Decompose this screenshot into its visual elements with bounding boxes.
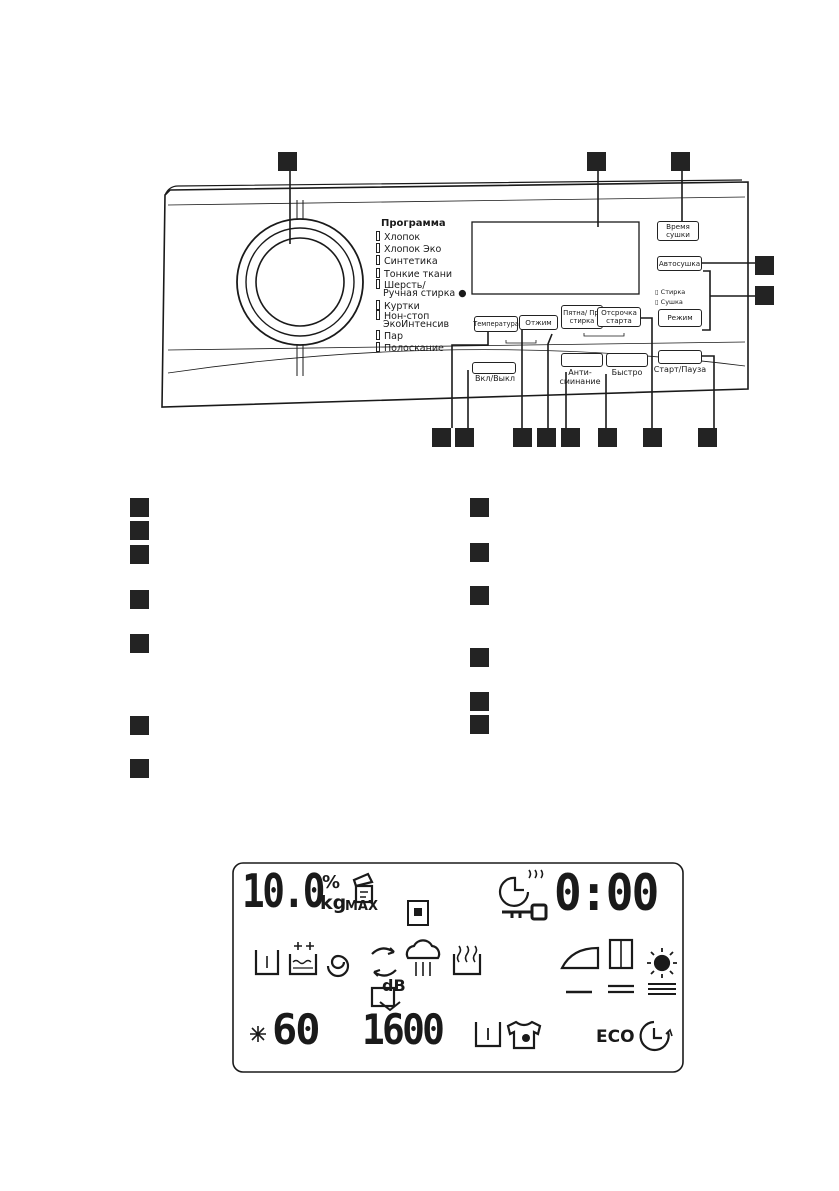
control-panel-diagram: Программа Хлопок Хлопок Эко Синтетика То… — [0, 0, 839, 460]
legend-marker-5 — [130, 634, 149, 653]
percent-label: % — [322, 872, 341, 893]
mode-button[interactable]: Режим — [658, 309, 702, 327]
legend-marker-2 — [130, 521, 149, 540]
delay-button[interactable]: Отсрочка старта — [597, 307, 641, 327]
legend-marker-3 — [130, 545, 149, 564]
time-readout: 0:00 — [554, 864, 659, 922]
program-item: Куртки — [376, 300, 420, 312]
legend-marker-10 — [470, 586, 489, 605]
panel-outline — [161, 171, 763, 428]
on-off-label: Вкл/Выкл — [475, 374, 515, 383]
legend-marker-8 — [470, 498, 489, 517]
callout-7 — [455, 428, 474, 447]
program-item: Синтетика — [376, 255, 438, 267]
program-title: Программа — [381, 218, 446, 229]
program-item: Нон-стоп — [376, 310, 429, 322]
temperature-button[interactable]: Температура — [473, 316, 519, 332]
program-item: Полоскание — [376, 342, 444, 354]
callout-12 — [643, 428, 662, 447]
stains-button[interactable]: Пятна/ Пр. стирка — [561, 305, 603, 329]
eco-label: ECO — [596, 1027, 635, 1047]
kg-label: kg — [320, 892, 347, 914]
on-off-button[interactable] — [472, 362, 516, 374]
legend-marker-4 — [130, 590, 149, 609]
start-pause-label: Старт/Пауза — [653, 365, 707, 374]
wash-indicator: ▯ Стирка — [655, 288, 686, 296]
legend-marker-6 — [130, 716, 149, 735]
anti-crease-label: Анти- сминание — [559, 368, 601, 386]
program-item: Тонкие ткани — [376, 268, 452, 280]
program-item: Хлопок Эко — [376, 243, 441, 255]
callout-9 — [537, 428, 556, 447]
callout-11 — [598, 428, 617, 447]
callout-4 — [755, 256, 774, 275]
weight-readout: 10.0 — [242, 864, 325, 918]
legend-marker-13 — [470, 715, 489, 734]
program-item: ЭкоИнтенсив — [383, 319, 450, 330]
max-label: MAX — [345, 899, 379, 914]
quick-button[interactable] — [606, 353, 648, 367]
dry-indicator: ▯ Сушка — [655, 298, 683, 306]
wool-icon: ● — [458, 288, 467, 299]
callout-10 — [561, 428, 580, 447]
db-label: dB — [382, 976, 406, 995]
legend-marker-9 — [470, 543, 489, 562]
temperature-readout: 60 — [272, 1005, 321, 1054]
callout-6 — [432, 428, 451, 447]
legend-marker-11 — [470, 648, 489, 667]
program-item: Ручная стирка ● — [383, 288, 467, 299]
callout-3 — [671, 152, 690, 171]
program-item: Хлопок — [376, 231, 420, 243]
quick-label: Быстро — [611, 368, 643, 377]
spin-button[interactable]: Отжим — [519, 315, 558, 330]
anti-crease-button[interactable] — [561, 353, 603, 367]
legend-marker-1 — [130, 498, 149, 517]
drying-time-button[interactable]: Время сушки — [657, 221, 699, 241]
program-item: Пар — [376, 330, 403, 342]
callout-2 — [587, 152, 606, 171]
callout-5 — [755, 286, 774, 305]
program-item: Шерсть/ — [376, 279, 426, 291]
callout-1 — [278, 152, 297, 171]
callout-8 — [513, 428, 532, 447]
lcd-display: 10.0 % kg MAX 0:00 60 1600 dB ECO — [232, 862, 684, 1073]
legend-marker-12 — [470, 692, 489, 711]
start-pause-button[interactable] — [658, 350, 702, 364]
callout-13 — [698, 428, 717, 447]
spin-readout: 1600 — [362, 1005, 445, 1054]
auto-dry-button[interactable]: Автосушка — [657, 256, 702, 271]
legend-marker-7 — [130, 759, 149, 778]
